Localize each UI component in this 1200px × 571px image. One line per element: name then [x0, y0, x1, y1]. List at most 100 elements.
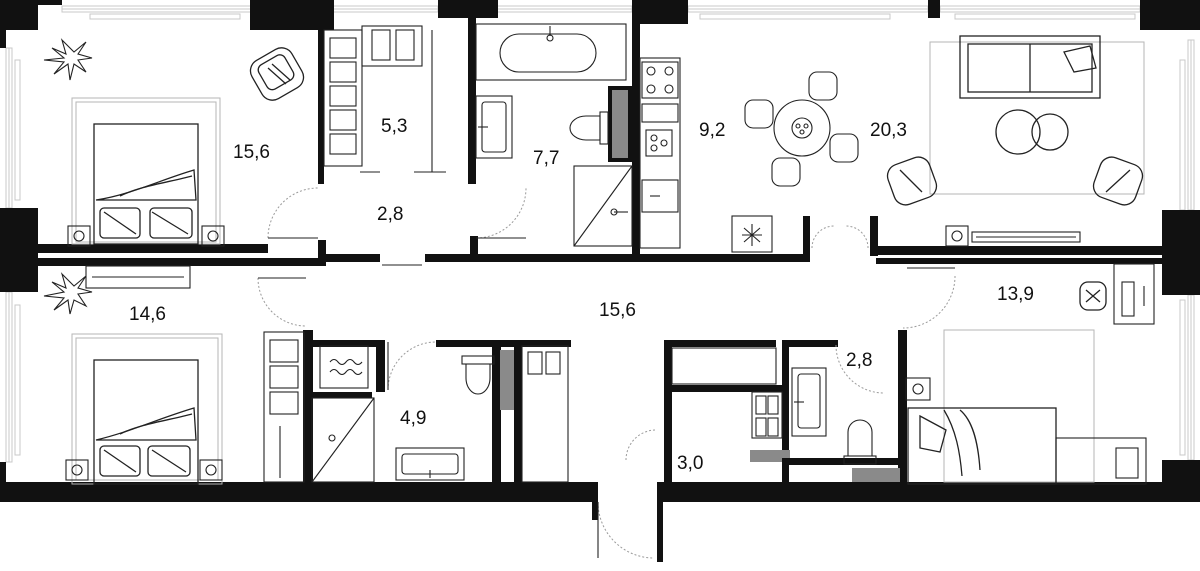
wall-mid-1b: [0, 258, 320, 266]
wall-low-4: [310, 392, 372, 398]
shower-icon: [573, 165, 633, 247]
entry-jamb-right: [657, 482, 663, 562]
door-living-right: [845, 225, 869, 249]
wall-mid-7: [632, 24, 640, 262]
toilet-icon: [569, 111, 609, 145]
bed-icon: [93, 123, 199, 245]
wall-low-15: [782, 458, 900, 465]
sink-icon: [475, 95, 513, 159]
wall-bottom-left: [0, 482, 598, 502]
door-hall-top: [475, 187, 527, 239]
wall-v-bath-shaft-fill: [612, 90, 628, 158]
pillar-top-right: [1140, 0, 1200, 30]
plant-icon: [43, 38, 93, 81]
area-label-living-room: 20,3: [870, 120, 907, 141]
area-label-wardrobe: 5,3: [381, 116, 407, 137]
door-bedroom3: [902, 275, 956, 329]
oven-icon: [641, 103, 679, 123]
bed-icon: [93, 359, 199, 485]
stove-icon: [641, 61, 679, 99]
desk-icon: [1113, 263, 1155, 325]
fridge-icon: [731, 215, 773, 253]
wall-mid-11: [876, 258, 1176, 264]
window-top-wardrobe: [332, 5, 439, 13]
rug: [943, 329, 1095, 483]
washing-machine-icon: [319, 345, 369, 389]
bathroom-2-furniture: [311, 345, 569, 483]
coffee-table-icon: [995, 109, 1069, 155]
wall-mid-1: [0, 244, 268, 253]
area-label-wc: 2,8: [846, 350, 872, 371]
door-entry: [597, 501, 655, 559]
wardrobe-furniture: [323, 25, 446, 173]
living-room-furniture: [886, 35, 1145, 247]
rug-inner: [75, 337, 219, 481]
area-label-kitchen: 9,2: [699, 120, 725, 141]
wall-low-8: [664, 340, 672, 485]
tv-stand-icon: [945, 225, 1081, 247]
toilet-icon: [461, 355, 495, 395]
wall-low-5: [436, 340, 571, 347]
nightstand-icon: [905, 377, 931, 401]
bathroom-1-furniture: [475, 23, 633, 247]
wall-low-12: [782, 340, 838, 347]
wall-low-10: [664, 385, 784, 392]
wardrobe-shelves: [323, 29, 363, 167]
pillar-top-4: [632, 0, 688, 24]
wall-mid-9: [876, 246, 1166, 255]
window-top-living: [939, 5, 1141, 20]
window-left-bedroom1: [5, 47, 21, 209]
hob-icon: [645, 129, 673, 157]
area-label-corridor-top: 2,8: [377, 204, 403, 225]
area-labels: 15,6 5,3 7,7 9,2 20,3 2,8 15,6 14,6 13,9…: [129, 116, 1034, 474]
sink-icon: [395, 447, 465, 481]
tv-stand-icon: [1055, 437, 1147, 485]
window-right-living: [1179, 39, 1195, 211]
wall-low-9: [664, 340, 776, 347]
area-label-bedroom-2: 14,6: [129, 304, 166, 325]
door-bedroom1: [267, 187, 319, 239]
shirts-icon: [371, 29, 415, 61]
bedroom-3-furniture: [905, 263, 1155, 485]
hanger-rack: [361, 25, 423, 67]
area-label-bedroom-3: 13,9: [997, 284, 1034, 305]
wall-low-1: [303, 330, 313, 485]
kitchen-furniture: [639, 57, 859, 253]
window-left-bedroom2: [5, 291, 21, 463]
shelf-icon: [521, 345, 569, 483]
wall-v-wardrobe-left: [318, 24, 324, 184]
sofa-icon: [959, 35, 1101, 99]
laundry-icon: [751, 391, 783, 439]
wall-mid-4: [425, 254, 475, 262]
wall-low-3: [376, 340, 385, 392]
storage-cabinet: [671, 347, 777, 385]
pillar-top-3: [438, 0, 498, 18]
entry-jamb-left: [592, 482, 598, 520]
wall-mid-8: [803, 216, 810, 262]
wall-mid-10: [870, 216, 878, 256]
armchair-icon: [886, 156, 1144, 206]
window-top-bedroom1: [61, 5, 253, 20]
shower-icon: [311, 397, 375, 483]
door-swings: [257, 187, 956, 559]
wall-left-1: [0, 0, 6, 48]
door-storage: [625, 429, 657, 461]
wall-low-14: [750, 450, 790, 462]
desk-chair-icon: [1079, 281, 1107, 311]
pillar-right-mid: [1162, 210, 1200, 295]
window-hatching: [5, 5, 1195, 463]
door-leaves: [258, 237, 955, 558]
wall-low-11: [782, 340, 789, 485]
nightstand-icon: [67, 225, 225, 247]
wall-mid-2: [318, 240, 326, 266]
wall-low-shaft: [500, 350, 514, 410]
armchair-icon: [249, 47, 305, 101]
area-label-bedroom-1: 15,6: [233, 142, 270, 163]
bedroom-2-furniture: [43, 265, 305, 485]
kitchen-sink-icon: [641, 179, 679, 213]
door-bedroom2: [257, 277, 307, 327]
area-label-bathroom-2: 4,9: [400, 408, 426, 429]
dining-table-icon: [773, 99, 831, 157]
dining-chair-icon: [744, 71, 859, 187]
